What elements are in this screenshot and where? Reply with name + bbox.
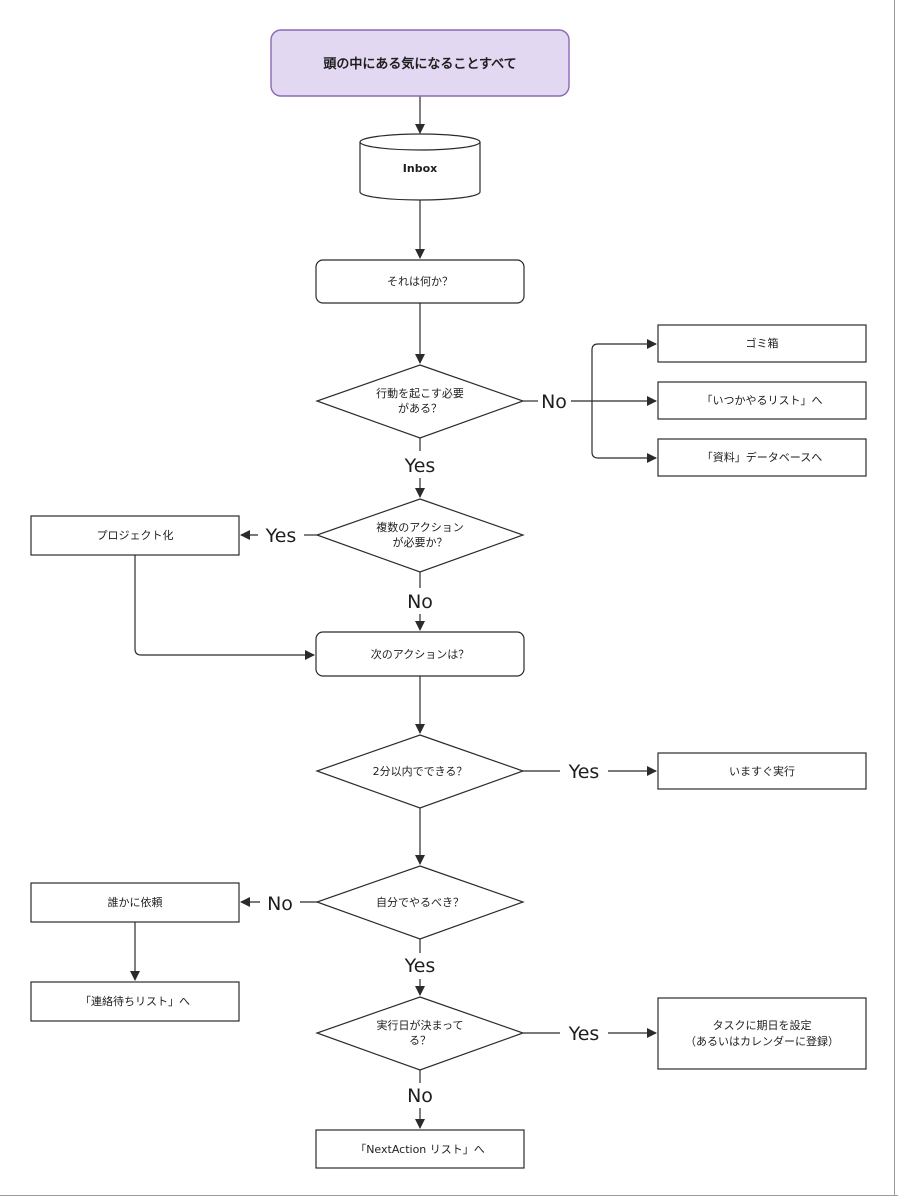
what-box <box>315 259 525 304</box>
next-label: 次のアクションは？ <box>371 647 469 661</box>
node-self-decision: 自分でやるべき？ <box>315 865 525 940</box>
node-calendar: タスクに期日を設定 （あるいはカレンダーに登録） <box>657 997 867 1070</box>
inbox-label: Inbox <box>403 162 437 175</box>
multi-diamond <box>315 498 525 573</box>
node-trash: ゴミ箱 <box>657 324 867 363</box>
someday-box <box>657 381 867 420</box>
node-do-now: いますぐ実行 <box>657 752 867 790</box>
node-reference: 「資料」データベースへ <box>657 438 867 477</box>
delegate-label: 誰かに依頼 <box>108 895 163 909</box>
date-diamond <box>315 996 525 1071</box>
node-inbox: Inbox <box>359 133 481 201</box>
label-yes-date: Yes <box>568 1023 600 1045</box>
node-next-list: 「NextAction リスト」へ <box>315 1129 525 1169</box>
node-waiting: 「連絡待ちリスト」へ <box>30 981 240 1022</box>
edge-project-next <box>134 555 315 660</box>
frame-bottom-edge <box>0 1195 898 1196</box>
twomin-diamond <box>315 734 525 809</box>
label-yes-multi: Yes <box>265 525 297 547</box>
label-no-self: No <box>267 893 293 915</box>
next-box <box>315 631 525 677</box>
edges <box>130 96 657 1129</box>
someday-label: 「いつかやるリスト」へ <box>702 394 823 407</box>
what-label: それは何か？ <box>387 275 453 288</box>
project-label: プロジェクト化 <box>97 528 174 542</box>
twomin-label: 2分以内でできる？ <box>373 764 468 778</box>
edge-no-reference <box>591 401 657 463</box>
trash-label: ゴミ箱 <box>746 336 779 350</box>
do-now-box <box>657 752 867 790</box>
date-label-line2: る？ <box>409 1034 431 1047</box>
action-diamond <box>315 364 525 439</box>
calendar-box <box>657 997 867 1070</box>
label-no-multi: No <box>407 591 433 613</box>
delegate-box <box>30 882 240 923</box>
waiting-label: 「連絡待ちリスト」へ <box>80 994 190 1008</box>
project-box <box>30 515 240 556</box>
start-label: 頭の中にある気になることすべて <box>323 56 516 72</box>
action-label-line1: 行動を起こす必要 <box>376 386 464 400</box>
label-no-action: No <box>541 391 567 413</box>
action-label-line2: がある？ <box>398 401 442 415</box>
inbox-cylinder-top <box>359 133 481 151</box>
reference-label: 「資料」データベースへ <box>702 450 822 464</box>
calendar-label-line1: タスクに期日を設定 <box>713 1018 812 1032</box>
node-date-decision: 実行日が決まって る？ <box>315 996 525 1071</box>
reference-box <box>657 438 867 477</box>
do-now-label: いますぐ実行 <box>729 764 795 778</box>
trash-box <box>657 324 867 363</box>
next-list-box <box>315 1129 525 1169</box>
calendar-label-line2: （あるいはカレンダーに登録） <box>685 1034 839 1048</box>
multi-label-line2: が必要か？ <box>393 535 448 549</box>
node-multi-decision: 複数のアクション が必要か？ <box>315 498 525 573</box>
multi-label-line1: 複数のアクション <box>376 520 463 534</box>
edge-no-trash <box>591 339 657 401</box>
node-someday: 「いつかやるリスト」へ <box>657 381 867 420</box>
date-label-line1: 実行日が決まって <box>376 1018 463 1032</box>
node-twomin-decision: 2分以内でできる？ <box>315 734 525 809</box>
node-what: それは何か？ <box>315 259 525 304</box>
node-delegate: 誰かに依頼 <box>30 882 240 923</box>
label-yes-action: Yes <box>404 455 436 477</box>
node-next: 次のアクションは？ <box>315 631 525 677</box>
node-action-decision: 行動を起こす必要 がある？ <box>315 364 525 439</box>
waiting-box <box>30 981 240 1022</box>
label-yes-twomin: Yes <box>568 761 600 783</box>
self-label: 自分でやるべき？ <box>376 896 464 909</box>
label-no-date: No <box>407 1085 433 1107</box>
next-list-label: 「NextAction リスト」へ <box>355 1143 485 1156</box>
frame-right-edge <box>894 0 895 1195</box>
edge-labels: No Yes Yes No Yes No Yes Yes No <box>265 391 600 1107</box>
inbox-cylinder-body <box>359 142 481 201</box>
node-project: プロジェクト化 <box>30 515 240 556</box>
label-yes-self: Yes <box>404 955 436 977</box>
self-diamond <box>315 865 525 940</box>
start-box <box>270 29 570 97</box>
node-start: 頭の中にある気になることすべて <box>270 29 570 97</box>
